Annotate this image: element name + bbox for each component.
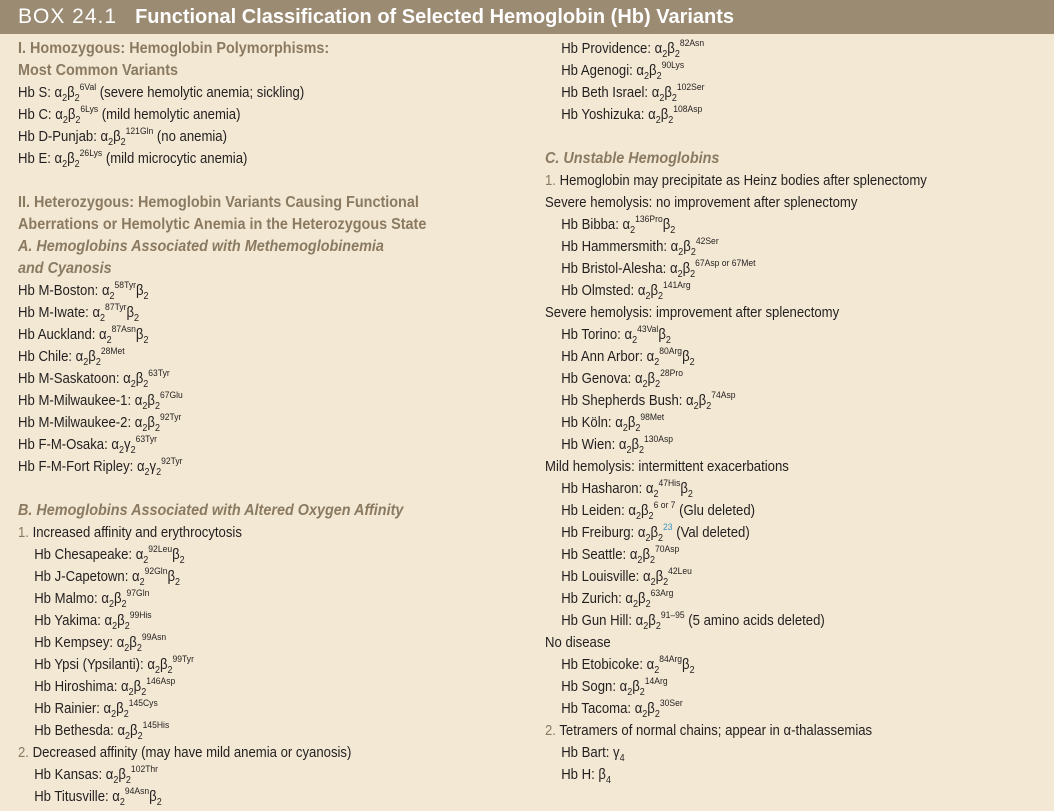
variant-m-boston: Hb M-Boston: α258Tyrβ2 (18, 280, 149, 302)
section-c-heading: C. Unstable Hemoglobins (545, 150, 720, 167)
variant-providence: Hb Providence: α2β282Asn (561, 38, 705, 60)
variant-f-m-osaka: Hb F-M-Osaka: α2γ263Tyr (18, 434, 157, 456)
variant-m-saskatoon: Hb M-Saskatoon: α2β263Tyr (18, 368, 170, 390)
variant-bristol-alesha: Hb Bristol-Alesha: α2β267Asp or 67Met (561, 258, 756, 280)
variant-leiden: Hb Leiden: α2β26 or 7 (Glu deleted) (561, 500, 756, 522)
variant-hasharon: Hb Hasharon: α247Hisβ2 (561, 478, 693, 500)
subsection-c2: 2. Tetramers of normal chains; appear in… (545, 723, 873, 739)
variant-rainier: Hb Rainier: α2β2145Cys (34, 698, 158, 720)
variant-gun-hill: Hb Gun Hill: α2β291–95 (5 amino acids de… (561, 610, 825, 632)
variant-chile: Hb Chile: α2β228Met (18, 346, 125, 368)
section-b-heading: B. Hemoglobins Associated with Altered O… (18, 502, 404, 519)
variant-hiroshima: Hb Hiroshima: α2β2146Asp (34, 676, 176, 698)
variant-auckland: Hb Auckland: α287Asnβ2 (18, 324, 149, 346)
group-severe-no-improvement: Severe hemolysis: no improvement after s… (545, 195, 858, 211)
variant-ypsi: Hb Ypsi (Ypsilanti): α2β299Tyr (34, 654, 194, 676)
variant-chesapeake: Hb Chesapeake: α292Leuβ2 (34, 544, 185, 566)
variant-seattle: Hb Seattle: α2β270Asp (561, 544, 680, 566)
variant-genova: Hb Genova: α2β228Pro (561, 368, 683, 390)
right-column: Hb Providence: α2β282Asn Hb Agenogi: α2β… (545, 38, 1049, 786)
variant-beth-israel: Hb Beth Israel: α2β2102Ser (561, 82, 705, 104)
group-severe-improvement: Severe hemolysis: improvement after sple… (545, 305, 840, 321)
section-1-heading-2: Most Common Variants (18, 62, 179, 79)
variant-bart: Hb Bart: γ4 (561, 745, 625, 764)
variant-m-milwaukee-1: Hb M-Milwaukee-1: α2β267Glu (18, 390, 183, 412)
variant-bibba: Hb Bibba: α2136Proβ2 (561, 214, 676, 236)
variant-j-capetown: Hb J-Capetown: α292Glnβ2 (34, 566, 181, 588)
variant-wien: Hb Wien: α2β2130Asp (561, 434, 674, 456)
variant-torino: Hb Torino: α243Valβ2 (561, 324, 671, 346)
left-column: I. Homozygous: Hemoglobin Polymorphisms:… (18, 38, 522, 808)
group-mild-hemolysis: Mild hemolysis: intermittent exacerbatio… (545, 459, 789, 475)
section-a-heading-2: and Cyanosis (18, 260, 112, 277)
group-no-disease: No disease (545, 635, 611, 651)
variant-sogn: Hb Sogn: α2β214Arg (561, 676, 668, 698)
variant-hb-d-punjab: Hb D-Punjab: α2β2121Gln (no anemia) (18, 126, 227, 148)
variant-hb-h: Hb H: β4 (561, 767, 611, 786)
box-label: BOX 24.1 (18, 5, 118, 28)
variant-yakima: Hb Yakima: α2β299His (34, 610, 152, 632)
section-2-heading: II. Heterozygous: Hemoglobin Variants Ca… (18, 194, 419, 211)
section-1-heading: I. Homozygous: Hemoglobin Polymorphisms: (18, 40, 330, 57)
variant-agenogi: Hb Agenogi: α2β290Lys (561, 60, 685, 82)
variant-kansas: Hb Kansas: α2β2102Thr (34, 764, 159, 786)
variant-zurich: Hb Zurich: α2β263Arg (561, 588, 674, 610)
variant-louisville: Hb Louisville: α2β242Leu (561, 566, 692, 588)
box-title: Functional Classification of Selected He… (135, 5, 735, 28)
variant-olmsted: Hb Olmsted: α2β2141Arg (561, 280, 691, 302)
variant-m-milwaukee-2: Hb M-Milwaukee-2: α2β292Tyr (18, 412, 182, 434)
subsection-c1: 1. Hemoglobin may precipitate as Heinz b… (545, 173, 927, 189)
variant-ann-arbor: Hb Ann Arbor: α280Argβ2 (561, 346, 695, 368)
variant-hammersmith: Hb Hammersmith: α2β242Ser (561, 236, 719, 258)
section-2-heading-2: Aberrations or Hemolytic Anemia in the H… (18, 216, 427, 233)
variant-bethesda: Hb Bethesda: α2β2145His (34, 720, 170, 742)
variant-malmo: Hb Malmo: α2β297Gln (34, 588, 150, 610)
box-header: BOX 24.1 Functional Classification of Se… (0, 0, 1054, 34)
variant-koln: Hb Köln: α2β298Met (561, 412, 665, 434)
variant-yoshizuka: Hb Yoshizuka: α2β2108Asp (561, 104, 703, 126)
subsection-b2: 2. Decreased affinity (may have mild ane… (18, 745, 352, 761)
subsection-b1: 1. Increased affinity and erythrocytosis (18, 525, 242, 541)
variant-hb-c: Hb C: α2β26Lys (mild hemolytic anemia) (18, 104, 241, 126)
variant-kempsey: Hb Kempsey: α2β299Asn (34, 632, 167, 654)
variant-freiburg: Hb Freiburg: α2β223 (Val deleted) (561, 522, 750, 544)
variant-hb-e: Hb E: α2β226Lys (mild microcytic anemia) (18, 148, 248, 170)
variant-f-m-fort-ripley: Hb F-M-Fort Ripley: α2γ292Tyr (18, 456, 183, 478)
variant-tacoma: Hb Tacoma: α2β230Ser (561, 698, 683, 720)
variant-etobicoke: Hb Etobicoke: α284Argβ2 (561, 654, 695, 676)
variant-m-iwate: Hb M-Iwate: α287Tyrβ2 (18, 302, 140, 324)
section-a-heading: A. Hemoglobins Associated with Methemogl… (18, 238, 384, 255)
variant-titusville: Hb Titusville: α294Asnβ2 (34, 786, 162, 808)
variant-shepherds-bush: Hb Shepherds Bush: α2β274Asp (561, 390, 736, 412)
variant-hb-s: Hb S: α2β26Val (severe hemolytic anemia;… (18, 82, 305, 104)
